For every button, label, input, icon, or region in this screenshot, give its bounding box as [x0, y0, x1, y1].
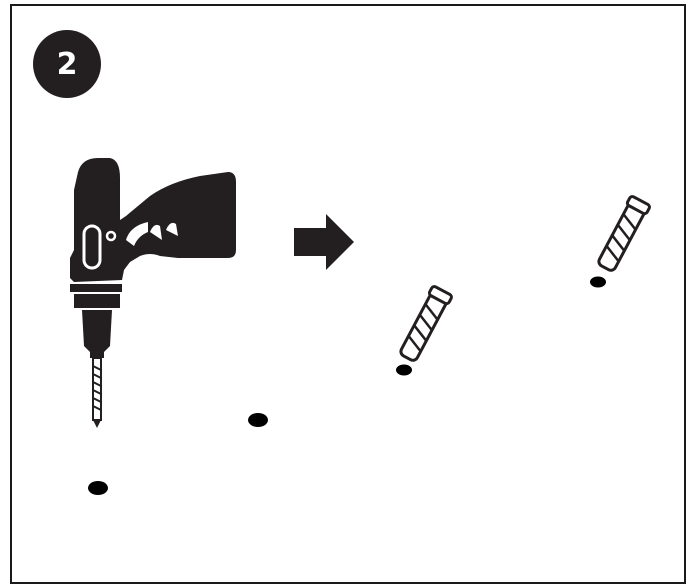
hole-icon: [88, 481, 108, 495]
wall-plug-icon: [397, 286, 452, 363]
wall-plug-icon: [595, 196, 650, 273]
drill-icon: [70, 158, 236, 428]
hole-icon: [396, 365, 412, 376]
arrow-right-icon: [294, 214, 354, 270]
hole-icon: [590, 277, 606, 288]
hole-icon: [248, 413, 268, 427]
